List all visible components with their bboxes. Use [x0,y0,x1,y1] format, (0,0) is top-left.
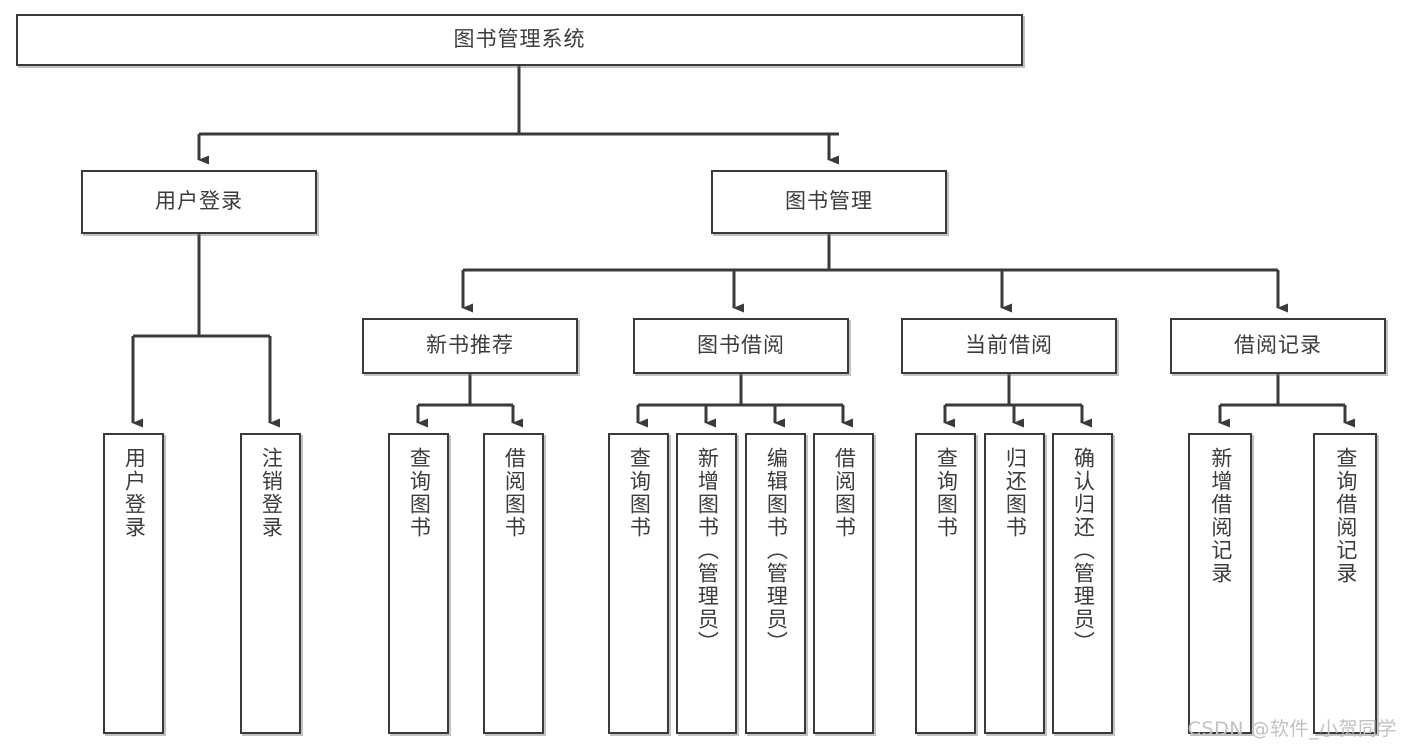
node-book-management-label: 图书管理 [785,189,873,214]
leaf-label: 借阅图书 [502,447,527,539]
leaf-borrow-book[interactable]: 借阅图书 [813,433,874,734]
node-new-book-recommendation-label: 新书推荐 [426,333,514,358]
leaf-label: 查询图书 [407,447,432,539]
leaf-query-borrow-record[interactable]: 查询借阅记录 [1313,433,1377,734]
leaf-label: 新增图书（管理员） [695,447,720,654]
leaf-label: 归还图书 [1003,447,1028,539]
leaf-edit-book-admin[interactable]: 编辑图书（管理员） [745,433,806,734]
node-root[interactable]: 图书管理系统 [16,14,1023,66]
leaf-label: 编辑图书（管理员） [764,447,789,654]
leaf-label: 新增借阅记录 [1208,447,1233,585]
leaf-logout[interactable]: 注销登录 [240,433,301,734]
node-user-login-label: 用户登录 [155,189,243,214]
node-current-borrow[interactable]: 当前借阅 [901,318,1117,374]
node-borrow-record-label: 借阅记录 [1234,333,1322,358]
node-book-management[interactable]: 图书管理 [711,170,947,234]
leaf-user-login[interactable]: 用户登录 [103,433,164,734]
node-current-borrow-label: 当前借阅 [965,333,1053,358]
leaf-label: 查询借阅记录 [1333,447,1358,585]
node-user-login[interactable]: 用户登录 [81,170,317,234]
node-new-book-recommendation[interactable]: 新书推荐 [362,318,578,374]
node-book-borrow-label: 图书借阅 [697,333,785,358]
leaf-query-book-rec[interactable]: 查询图书 [388,433,449,734]
leaf-label: 借阅图书 [832,447,857,539]
watermark: CSDN @软件_小贺同学 [1187,718,1397,740]
leaf-confirm-return-admin[interactable]: 确认归还（管理员） [1052,433,1113,734]
leaf-label: 查询图书 [934,447,959,539]
leaf-borrow-book-rec[interactable]: 借阅图书 [483,433,544,734]
leaf-label: 用户登录 [122,447,147,539]
leaf-add-book-admin[interactable]: 新增图书（管理员） [676,433,737,734]
leaf-add-borrow-record[interactable]: 新增借阅记录 [1188,433,1252,734]
leaf-return-book[interactable]: 归还图书 [984,433,1045,734]
leaf-query-book-current[interactable]: 查询图书 [915,433,976,734]
node-borrow-record[interactable]: 借阅记录 [1170,318,1386,374]
leaf-query-book-borrow[interactable]: 查询图书 [608,433,669,734]
leaf-label: 查询图书 [627,447,652,539]
node-book-borrow[interactable]: 图书借阅 [633,318,849,374]
node-root-label: 图书管理系统 [453,27,586,52]
leaf-label: 确认归还（管理员） [1071,447,1096,654]
leaf-label: 注销登录 [259,447,284,539]
